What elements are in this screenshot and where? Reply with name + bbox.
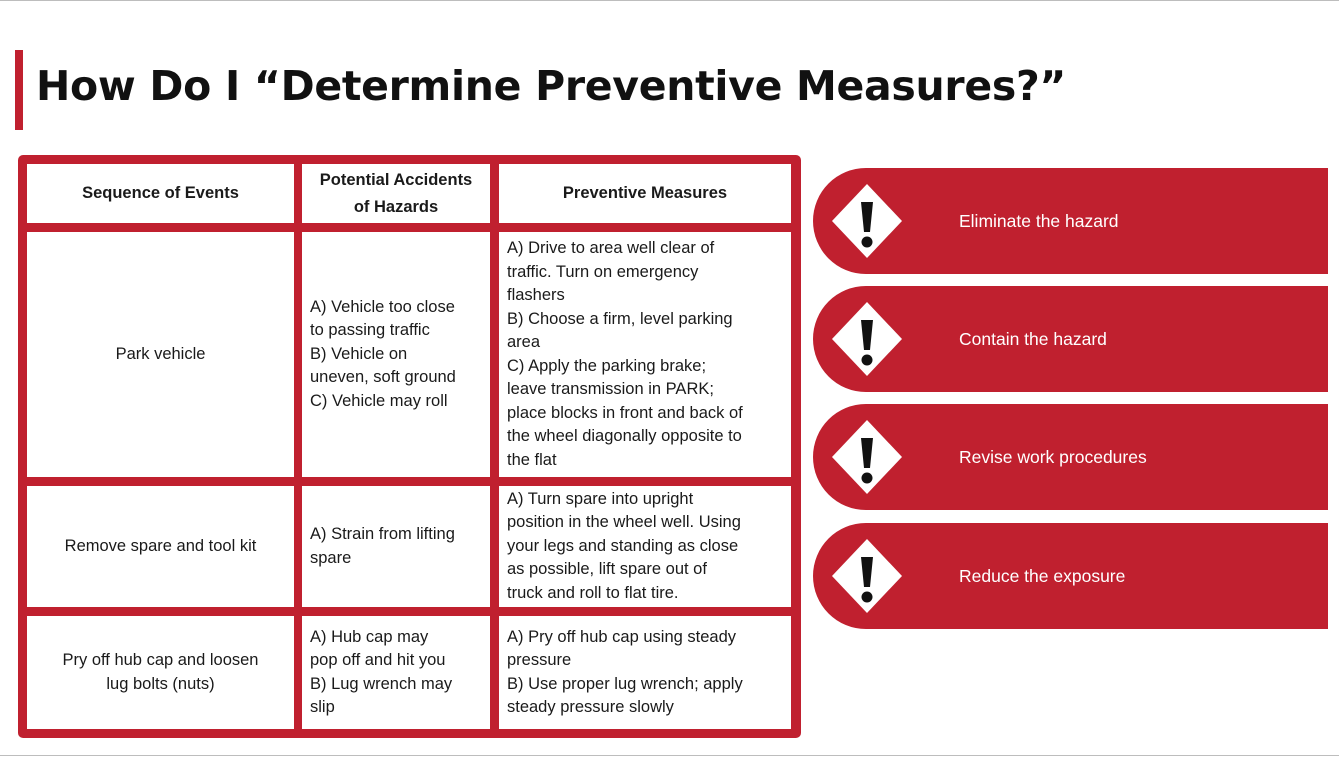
measure-item-label: Revise work procedures — [959, 446, 1147, 467]
table-row-1-event: Park vehicle — [27, 232, 294, 477]
table-row-2-event: Remove spare and tool kit — [27, 486, 294, 607]
title-accent-bar — [15, 50, 23, 130]
warning-diamond-icon — [832, 184, 902, 258]
preventive-measures-table: Sequence of Events Potential Accidents o… — [18, 155, 801, 738]
measure-item-contain: Contain the hazard — [813, 286, 1328, 392]
header-sequence-of-events: Sequence of Events — [27, 164, 294, 223]
table-row-3-hazards: A) Hub cap may pop off and hit you B) Lu… — [302, 616, 490, 729]
header-potential-accidents: Potential Accidents of Hazards — [302, 164, 490, 223]
header-preventive-measures: Preventive Measures — [499, 164, 791, 223]
measure-item-label: Reduce the exposure — [959, 565, 1126, 586]
top-divider — [0, 0, 1339, 1]
table-row-3-measures: A) Pry off hub cap using steady pressure… — [499, 616, 791, 729]
table-row-3-event: Pry off hub cap and loosen lug bolts (nu… — [27, 616, 294, 729]
measure-item-eliminate: Eliminate the hazard — [813, 168, 1328, 274]
table-row-2-measures: A) Turn spare into upright position in t… — [499, 486, 791, 607]
bottom-divider — [0, 755, 1339, 756]
warning-diamond-icon — [832, 420, 902, 494]
warning-diamond-icon — [832, 302, 902, 376]
warning-diamond-icon — [832, 539, 902, 613]
table-row-1-hazards: A) Vehicle too close to passing traffic … — [302, 232, 490, 477]
measure-item-revise: Revise work procedures — [813, 404, 1328, 510]
measure-item-label: Contain the hazard — [959, 328, 1107, 349]
measure-item-reduce: Reduce the exposure — [813, 523, 1328, 629]
page-title: How Do I “Determine Preventive Measures?… — [36, 62, 1067, 110]
measure-item-label: Eliminate the hazard — [959, 210, 1119, 231]
table-row-2-hazards: A) Strain from lifting spare — [302, 486, 490, 607]
table-row-1-measures: A) Drive to area well clear of traffic. … — [499, 232, 791, 477]
